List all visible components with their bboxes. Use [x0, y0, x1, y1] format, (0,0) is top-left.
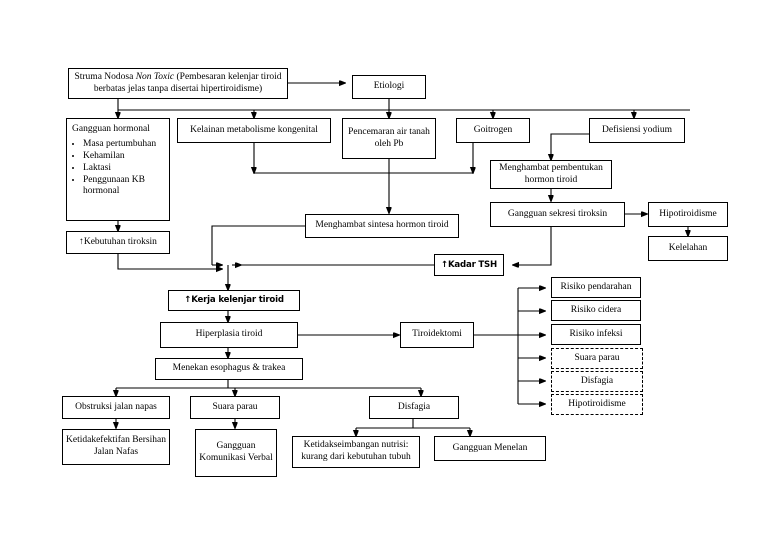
node-kelainan-metabolisme[interactable]: Kelainan metabolisme kongenital: [177, 118, 331, 143]
node-menekan-esophagus[interactable]: Menekan esophagus & trakea: [155, 358, 303, 380]
node-ketidakefektifan[interactable]: Ketidakefektifan Bersihan Jalan Nafas: [62, 429, 170, 465]
node-struma-nodosa[interactable]: Struma Nodosa Non Toxic (Pembesaran kele…: [68, 68, 288, 99]
list-item: Laktasi: [83, 163, 166, 175]
node-kerja-kelenjar-tiroid[interactable]: ↑Kerja kelenjar tiroid: [168, 290, 300, 311]
node-hipotiroidisme-right[interactable]: Hipotiroidisme: [648, 202, 728, 227]
list-item: Penggunaan KB hormonal: [83, 175, 166, 198]
node-suara-parau-right[interactable]: Suara parau: [551, 348, 643, 369]
node-goitrogen[interactable]: Goitrogen: [456, 118, 530, 143]
node-disfagia-bottom[interactable]: Disfagia: [369, 396, 459, 419]
list-item: Masa pertumbuhan: [83, 139, 166, 151]
node-defisiensi-yodium[interactable]: Defisiensi yodium: [589, 118, 685, 143]
node-ketidakseimbangan-nutrisi[interactable]: Ketidakseimbangan nutrisi: kurang dari k…: [292, 436, 420, 468]
node-gangguan-hormonal-title: Gangguan hormonal: [72, 124, 150, 134]
node-obstruksi-jalan-napas[interactable]: Obstruksi jalan napas: [62, 396, 170, 419]
node-risiko-cidera[interactable]: Risiko cidera: [551, 300, 641, 321]
node-disfagia-right[interactable]: Disfagia: [551, 371, 643, 392]
node-suara-parau-bottom[interactable]: Suara parau: [190, 396, 280, 419]
node-kelelahan[interactable]: Kelelahan: [648, 236, 728, 261]
node-pencemaran-air[interactable]: Pencemaran air tanah oleh Pb: [342, 118, 436, 159]
gangguan-hormonal-bullets: Masa pertumbuhan Kehamilan Laktasi Pengg…: [70, 139, 166, 198]
node-hiperplasia-tiroid[interactable]: Hiperplasia tiroid: [160, 322, 298, 348]
node-hipotiroidisme-dashed[interactable]: Hipotiroidisme: [551, 394, 643, 415]
node-kadar-tsh[interactable]: ↑Kadar TSH: [434, 254, 504, 276]
node-gangguan-menelan[interactable]: Gangguan Menelan: [434, 436, 546, 461]
node-menghambat-sintesa[interactable]: Menghambat sintesa hormon tiroid: [305, 214, 459, 238]
node-risiko-infeksi[interactable]: Risiko infeksi: [551, 324, 641, 345]
node-etiologi[interactable]: Etiologi: [352, 75, 426, 99]
node-tiroidektomi[interactable]: Tiroidektomi: [400, 322, 474, 348]
list-item: Kehamilan: [83, 151, 166, 163]
node-kebutuhan-tiroksin[interactable]: ↑Kebutuhan tiroksin: [66, 231, 170, 254]
node-menghambat-pembentukan[interactable]: Menghambat pembentukan hormon tiroid: [490, 160, 612, 189]
node-gangguan-hormonal[interactable]: Gangguan hormonal Masa pertumbuhan Keham…: [66, 118, 170, 221]
node-gangguan-sekresi[interactable]: Gangguan sekresi tiroksin: [490, 202, 625, 227]
node-gangguan-komunikasi[interactable]: Gangguan Komunikasi Verbal: [195, 429, 277, 477]
node-risiko-pendarahan[interactable]: Risiko pendarahan: [551, 277, 641, 298]
node-struma-text: Struma Nodosa Non Toxic (Pembesaran kele…: [74, 71, 282, 94]
